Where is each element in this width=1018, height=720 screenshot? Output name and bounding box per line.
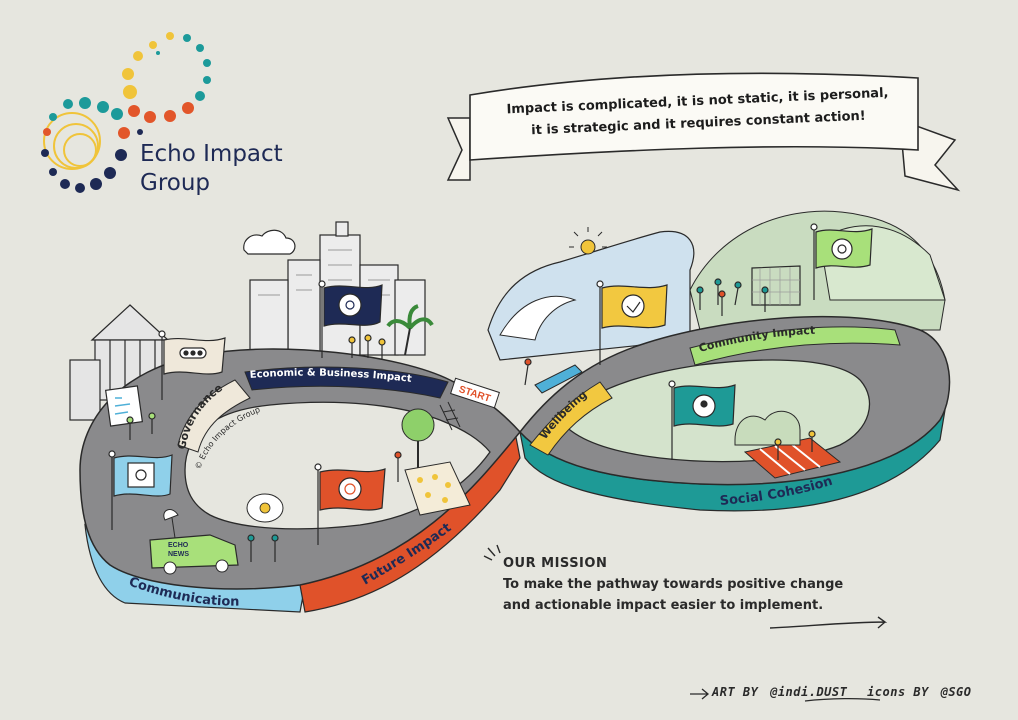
governance-icon [179, 347, 207, 359]
art-credit-prefix: ART BY [712, 685, 759, 699]
bushes [734, 410, 801, 446]
social-icon [692, 394, 716, 418]
mission-block: OUR MISSION To make the pathway towards … [503, 554, 843, 616]
cloud [243, 229, 296, 255]
brand-name-line1: Echo Impact [140, 141, 283, 167]
soccer-goal [751, 265, 801, 306]
icons-credit-prefix: icons BY [867, 685, 929, 699]
news-van: ECHO NEWS [149, 509, 239, 575]
credits: ART BY @indi.DUST icons BY @SGO [712, 685, 976, 699]
segment-bands [177, 326, 901, 456]
people [126, 278, 816, 562]
whiteboard [104, 385, 144, 427]
sun-icon [569, 227, 607, 255]
mission-heading: OUR MISSION [503, 556, 608, 571]
wellbeing-icon [621, 294, 645, 318]
yoga-mat [534, 364, 583, 394]
brand-name: Echo Impact Group [140, 140, 283, 198]
mission-line2: and actionable impact easier to implemen… [503, 598, 824, 613]
speech-bubble [246, 493, 284, 523]
mission-swoosh [483, 544, 888, 629]
quote-banner [446, 72, 961, 192]
community-icon [831, 238, 853, 260]
brand-name-line2: Group [140, 170, 211, 196]
van-label-line2: NEWS [168, 551, 189, 558]
art-credit-handle: @indi.DUST [770, 685, 848, 699]
hills [689, 210, 946, 331]
communication-icon [127, 462, 155, 488]
tree [401, 408, 435, 470]
echo-impact-logo [41, 32, 211, 193]
mission-line1: To make the pathway towards positive cha… [503, 577, 844, 592]
palm-tree [386, 304, 434, 356]
credits-arrow [690, 688, 881, 702]
future-icon [338, 477, 362, 501]
flags [108, 223, 873, 545]
icons-credit-handle: @SGO [940, 685, 972, 699]
garden-plot [404, 461, 471, 516]
van-label-line1: ECHO [168, 542, 189, 549]
network-icon [338, 293, 362, 317]
